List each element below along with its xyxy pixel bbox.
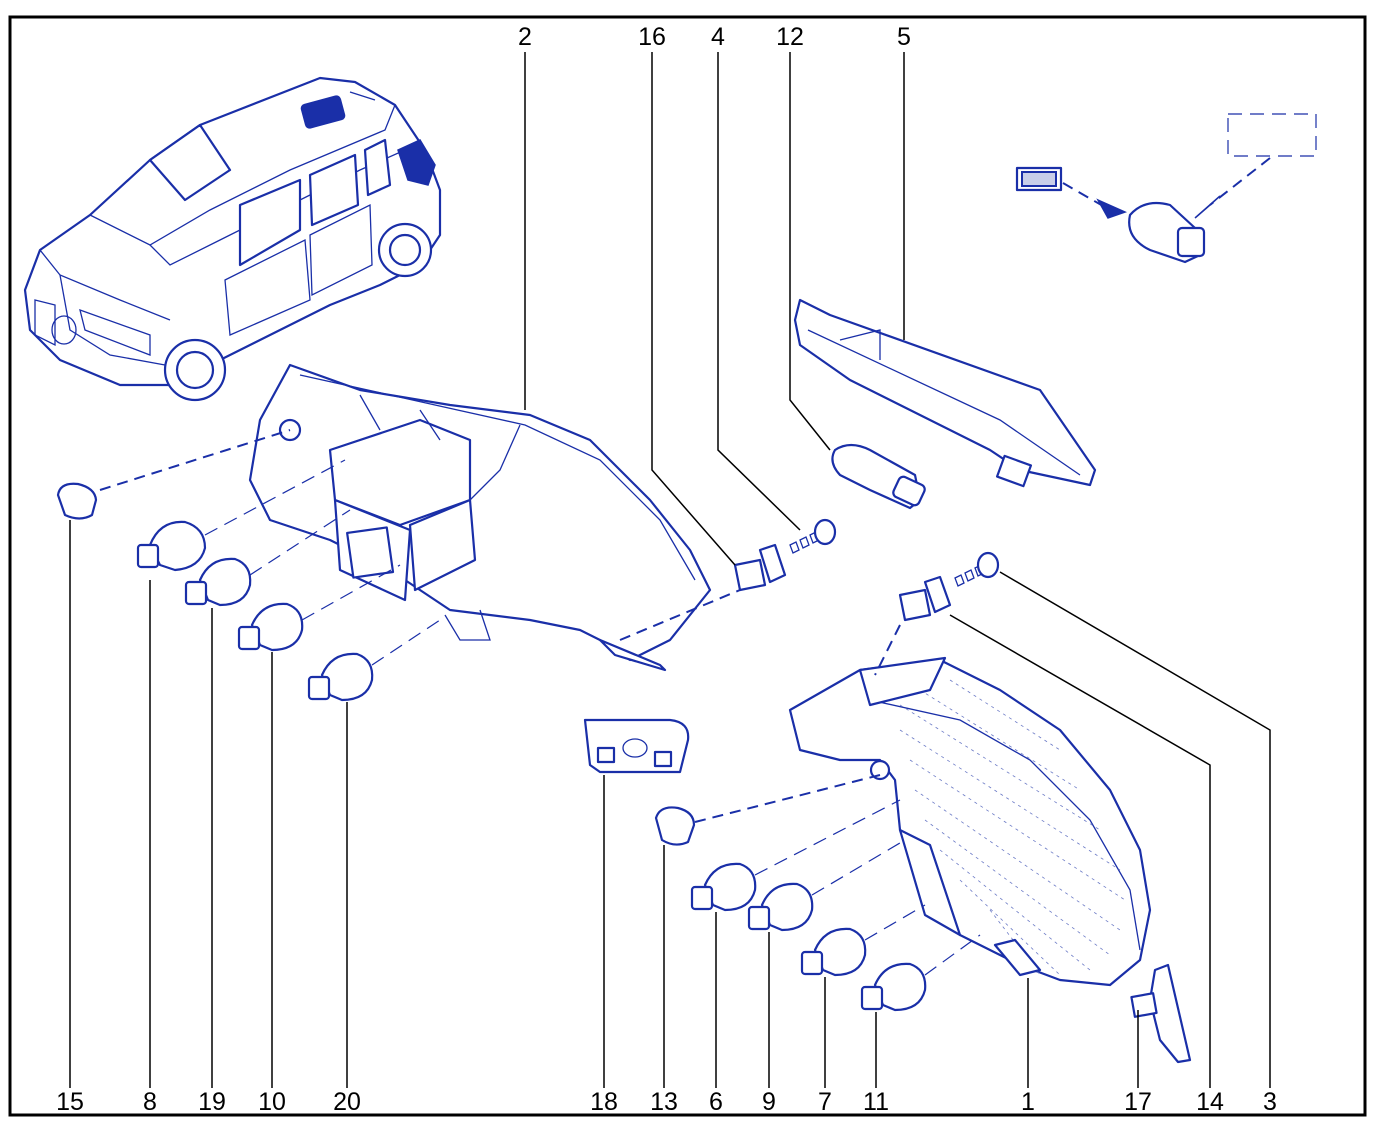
leader-lines <box>69 52 1271 1088</box>
callout-6: 6 <box>709 1088 723 1116</box>
bulb-7 <box>800 927 867 977</box>
callout-14: 14 <box>1196 1088 1224 1116</box>
bulb-19 <box>184 557 252 607</box>
bulb-8 <box>136 520 207 572</box>
callout-4: 4 <box>711 23 725 51</box>
rear-lamp-lens <box>788 656 1152 987</box>
callout-17: 17 <box>1124 1088 1152 1116</box>
cap-13 <box>654 806 696 846</box>
bulb-6 <box>690 862 757 912</box>
bulb-9 <box>747 882 814 932</box>
callout-labels-top: 2 16 4 12 5 <box>518 23 911 51</box>
callout-7: 7 <box>818 1088 832 1116</box>
callout-20: 20 <box>333 1088 361 1116</box>
callout-10: 10 <box>258 1088 286 1116</box>
inset-detail <box>1015 113 1317 264</box>
callout-19: 19 <box>198 1088 226 1116</box>
bulb-12 <box>831 443 926 510</box>
callout-13: 13 <box>650 1088 678 1116</box>
plate-18 <box>583 718 690 774</box>
spring-4 <box>789 518 837 554</box>
cap-15 <box>56 482 98 520</box>
third-brake-light <box>793 298 1097 488</box>
callout-labels-bottom: 15 8 19 10 20 18 13 6 9 7 11 1 17 14 3 <box>56 1088 1277 1116</box>
socket-14 <box>898 575 952 622</box>
bulb-10 <box>237 602 304 652</box>
callout-11: 11 <box>863 1088 889 1116</box>
assembly-lines <box>99 429 981 976</box>
callout-15: 15 <box>56 1088 84 1116</box>
bulb-11 <box>860 962 927 1012</box>
socket-16 <box>733 543 787 592</box>
callout-5: 5 <box>897 23 911 51</box>
callout-12: 12 <box>776 23 804 51</box>
callout-1: 1 <box>1021 1088 1035 1116</box>
callout-16: 16 <box>638 23 666 51</box>
callout-9: 9 <box>762 1088 776 1116</box>
bulb-20 <box>307 652 374 702</box>
callout-3: 3 <box>1263 1088 1277 1116</box>
rear-lamp-housing <box>248 363 712 672</box>
callout-8: 8 <box>143 1088 157 1116</box>
diagram-frame <box>8 15 1367 1117</box>
callout-2: 2 <box>518 23 532 51</box>
vehicle-illustration <box>23 76 442 402</box>
side-reflector-17 <box>1130 963 1192 1064</box>
callout-18: 18 <box>590 1088 618 1116</box>
spring-3 <box>954 551 1000 587</box>
